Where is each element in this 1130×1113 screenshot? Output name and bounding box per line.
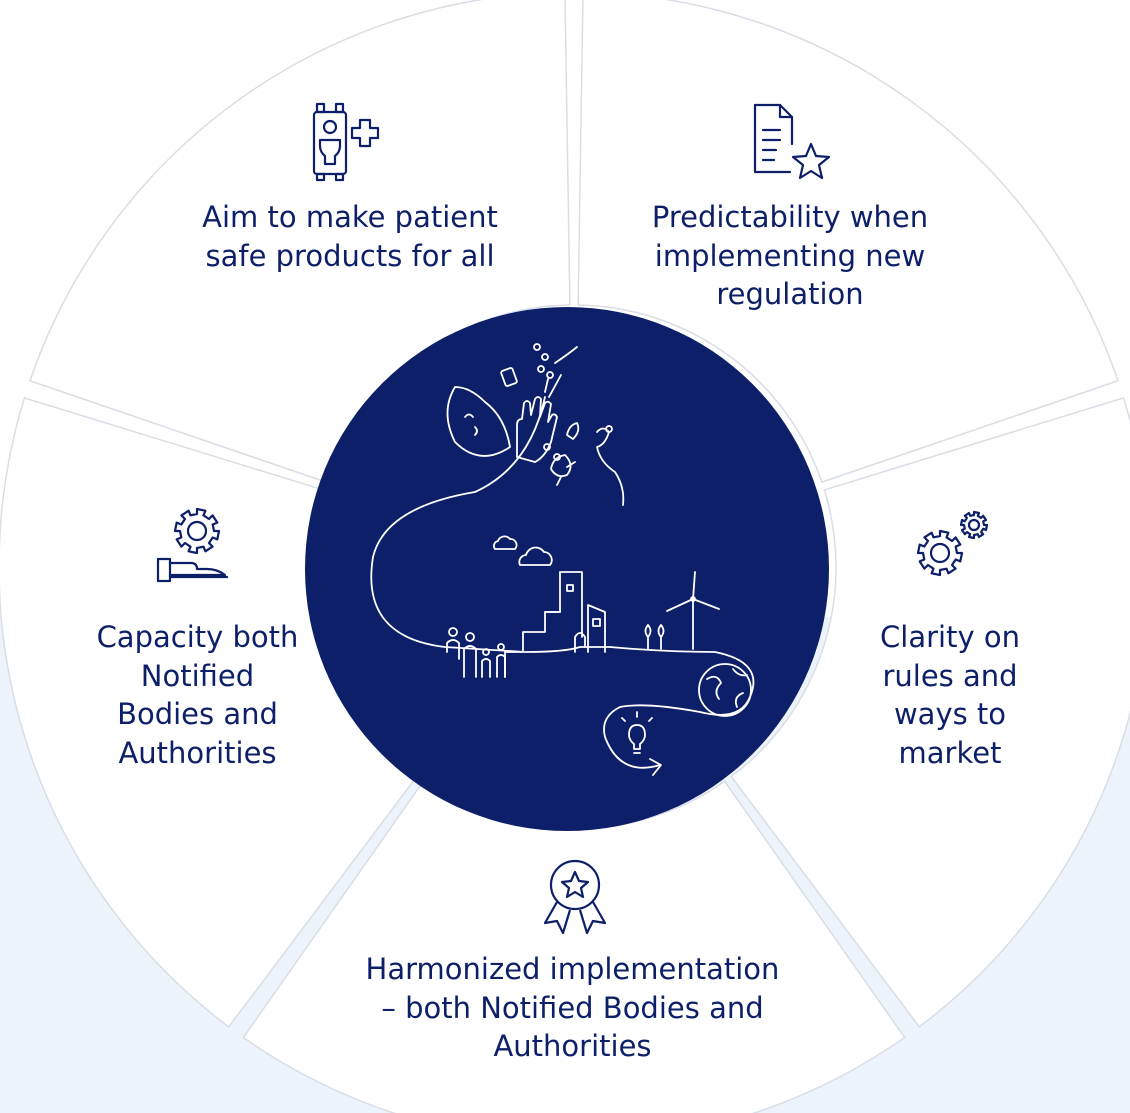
- document-star-icon: [752, 102, 834, 182]
- pills-icon: [500, 343, 578, 398]
- clouds-icon: [493, 535, 553, 566]
- buildings-icon: [504, 571, 606, 678]
- segment-label-harmonized: Harmonized implementation – both Notifie…: [365, 952, 780, 1063]
- segment-label-patient-safety: Aim to make patient safe products for al…: [202, 200, 498, 273]
- lightbulb-icon: [621, 711, 653, 754]
- gears-icon: [910, 505, 1000, 585]
- globe-icon: [698, 663, 752, 717]
- award-ribbon-icon: [535, 857, 615, 937]
- segment-label-clarity: Clarity on rules and ways to market: [880, 620, 1020, 770]
- flask-icon: [543, 443, 576, 486]
- journey-path: [370, 396, 755, 769]
- segment-predictability: [577, 0, 1119, 484]
- wind-turbine-icon: [666, 571, 720, 650]
- leaf-icon: [566, 422, 625, 506]
- segment-clarity: [730, 396, 1130, 1028]
- trees-icon: [644, 624, 665, 650]
- hand-gear-icon: [155, 505, 235, 585]
- segment-label-capacity: Capacity both Notified Bodies and Author…: [96, 620, 299, 770]
- segment-label-predictability: Predictability when implementing new reg…: [651, 200, 929, 311]
- patient-safety-icon: [309, 102, 391, 182]
- hand-icon: [516, 396, 558, 463]
- face-icon: [446, 386, 511, 457]
- journey-illustration: [305, 307, 829, 831]
- family-icon: [446, 627, 506, 678]
